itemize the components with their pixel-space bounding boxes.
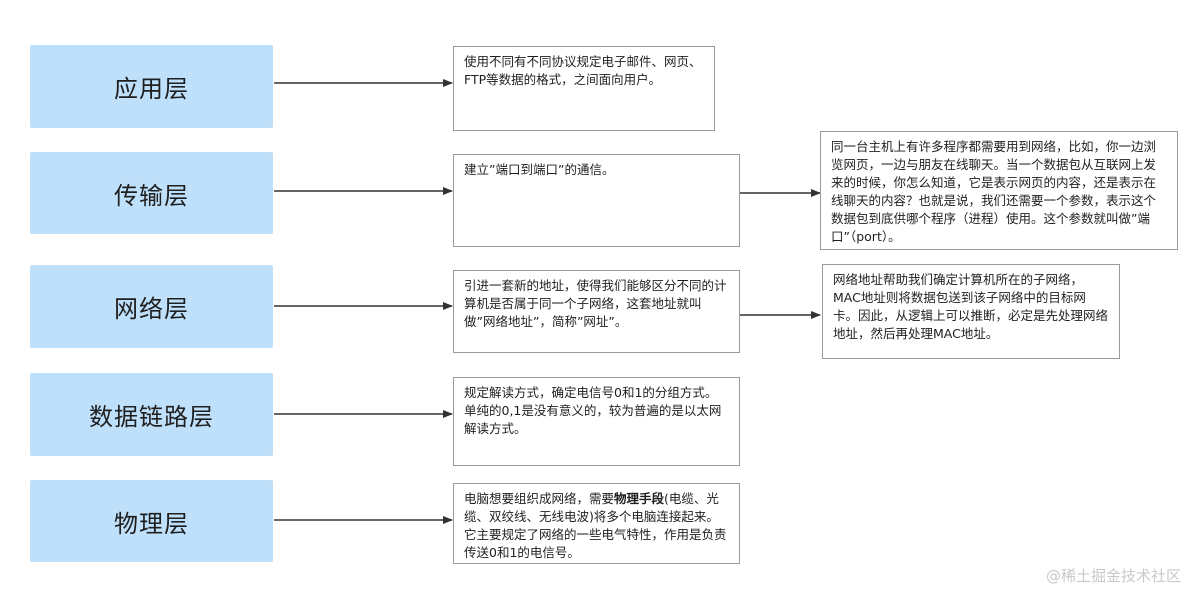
watermark: @稀土掘金技术社区 <box>1045 567 1181 585</box>
desc-datalink-text: 规定解读方式，确定电信号0和1的分组方式。单纯的0,1是没有意义的，较为普遍的是… <box>464 385 722 436</box>
desc-application-text: 使用不同有不同协议规定电子邮件、网页、FTP等数据的格式，之间面向用户。 <box>464 54 702 87</box>
layer-application: 应用层 <box>30 45 273 128</box>
layer-transport: 传输层 <box>30 152 273 234</box>
layer-datalink: 数据链路层 <box>30 373 273 456</box>
desc-transport-detail-text: 同一台主机上有许多程序都需要用到网络，比如，你一边浏览网页，一边与朋友在线聊天。… <box>831 139 1157 244</box>
layer-network-label: 网络层 <box>114 295 189 323</box>
desc-application: 使用不同有不同协议规定电子邮件、网页、FTP等数据的格式，之间面向用户。 <box>453 46 715 131</box>
desc-transport-text: 建立”端口到端口”的通信。 <box>464 162 615 177</box>
desc-physical-text-after: (电缆、光缆、双绞线、无线电波)将多个电脑连接起来。它主要规定了网络的一些电气特… <box>464 491 727 560</box>
layer-transport-label: 传输层 <box>114 181 189 210</box>
layer-physical-label: 物理层 <box>114 509 189 538</box>
desc-physical: 电脑想要组织成网络，需要物理手段(电缆、光缆、双绞线、无线电波)将多个电脑连接起… <box>453 483 740 564</box>
layer-network: 网络层 <box>30 265 273 348</box>
desc-network-detail: 网络地址帮助我们确定计算机所在的子网络，MAC地址则将数据包送到该子网络中的目标… <box>822 264 1120 359</box>
layer-datalink-label: 数据链路层 <box>89 403 214 431</box>
desc-physical-text-before: 电脑想要组织成网络，需要 <box>464 491 615 506</box>
desc-transport: 建立”端口到端口”的通信。 <box>453 154 740 247</box>
desc-network: 引进一套新的地址，使得我们能够区分不同的计算机是否属于同一个子网络，这套地址就叫… <box>453 270 740 353</box>
desc-datalink: 规定解读方式，确定电信号0和1的分组方式。单纯的0,1是没有意义的，较为普遍的是… <box>453 377 740 466</box>
desc-transport-detail: 同一台主机上有许多程序都需要用到网络，比如，你一边浏览网页，一边与朋友在线聊天。… <box>820 131 1178 250</box>
desc-network-text: 引进一套新的地址，使得我们能够区分不同的计算机是否属于同一个子网络，这套地址就叫… <box>464 278 727 329</box>
desc-physical-text-bold: 物理手段 <box>614 491 665 506</box>
desc-network-detail-text: 网络地址帮助我们确定计算机所在的子网络，MAC地址则将数据包送到该子网络中的目标… <box>833 272 1109 341</box>
layer-physical: 物理层 <box>30 480 273 562</box>
layer-application-label: 应用层 <box>114 75 189 103</box>
